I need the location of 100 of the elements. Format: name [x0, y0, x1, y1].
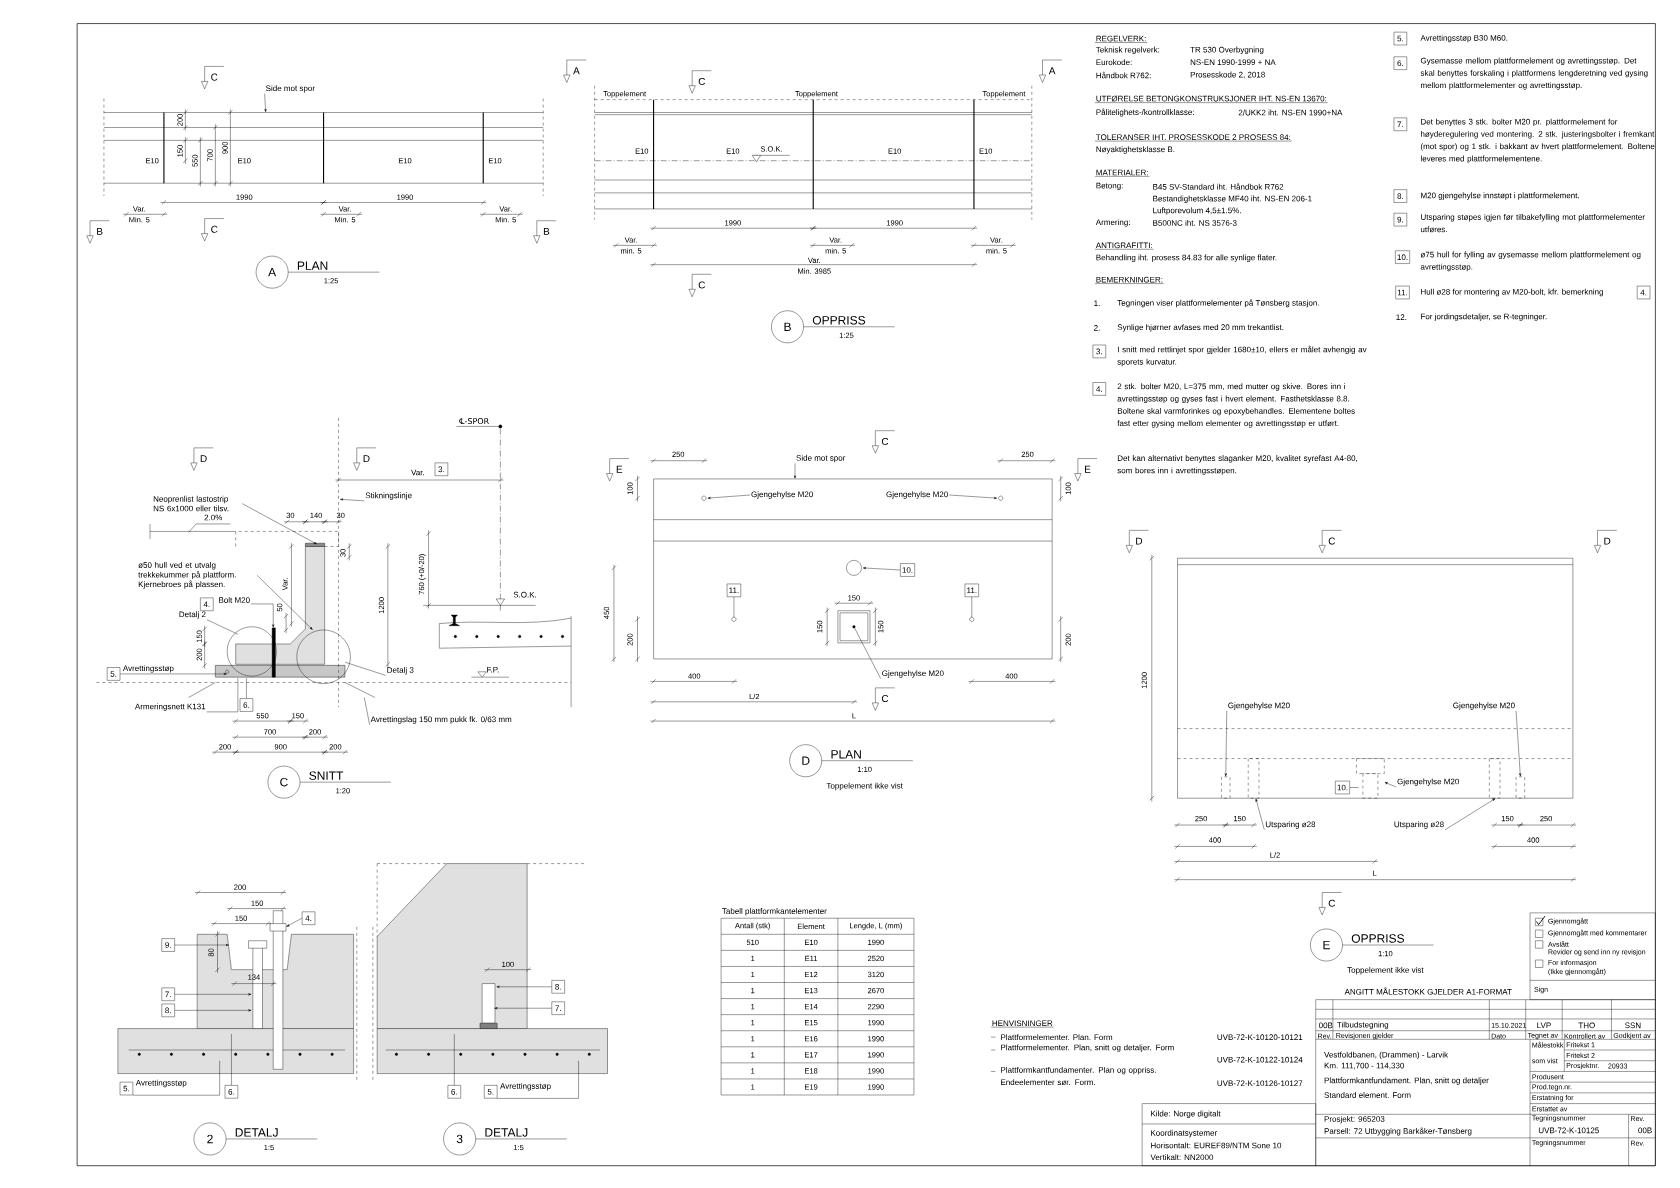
callout-number: 5. [1393, 31, 1407, 46]
leader-line [250, 603, 275, 628]
leader-line [206, 619, 239, 635]
note-paragraph: I snitt med rettlinjet spor gjelder 1680±10, ellers er målet avhengig av sporets kurvatur. [1117, 345, 1367, 367]
note-paragraph: Utsparing støpes igjen før tilbakefylling mot plattformelementer utføres. [1421, 214, 1645, 233]
note-heading: ANTIGRAFITTI: [1094, 242, 1154, 250]
title-block-text: Kilde: Norge digitalt [1151, 1110, 1221, 1119]
leader-label: Armeringsnett K131 [134, 703, 206, 711]
title-block-text: THO [1578, 1022, 1595, 1029]
section-letter: B [543, 228, 550, 235]
title-block-text: UVB-72-K-10125 [1538, 1127, 1599, 1134]
view-note: Toppelement ikke vist [826, 782, 903, 791]
note-text: 1. [1094, 300, 1100, 306]
leader-line [174, 1009, 252, 1012]
view-title: SNITT [299, 771, 392, 783]
leader-line [862, 567, 901, 571]
callout-number: 9. [1393, 213, 1407, 227]
section-letter: D [1136, 537, 1143, 545]
title-block-text: Horisontalt: EUREF89/NTM Sone 10 [1151, 1142, 1282, 1149]
title-block-text: LVP [1537, 1022, 1551, 1029]
leader-line [256, 575, 313, 630]
note-paragraph: ø75 hull for fylling av gysemasse mellom plattformelement og avrettingsstøp. [1420, 251, 1641, 272]
leader-line [231, 1033, 232, 1086]
note-text: 2/UKK2 iht. NS-EN 1990+NA [1238, 109, 1343, 116]
title-block-text: Prosjekt: 965203 [1324, 1115, 1385, 1124]
note-text: TR 530 Overbygning [1190, 46, 1264, 55]
leader-line [1444, 798, 1496, 830]
note-heading: MATERIALER: [1094, 169, 1150, 177]
note-text: Prosesskode 2, 2018 [1190, 71, 1265, 79]
note-paragraph: Plattformkantfundamenter. Plan og oppriss. Endeelementer sør. Form. [1001, 1066, 1156, 1086]
drawing-label: S.O.K. [513, 591, 537, 598]
callout-number: 3. [1092, 344, 1106, 359]
note-text: NS-EN 1990-1999 + NA [1190, 59, 1276, 65]
section-letter: C [698, 281, 706, 289]
note-text: Synlige hjørner avfases med 20 mm trekantlist. [1117, 324, 1284, 332]
section-letter: C [211, 225, 218, 233]
foundation-plan-drawing [653, 478, 1053, 660]
leader-line [733, 596, 735, 618]
title-block-text: Km. 111,700 - 114,330 [1324, 1062, 1405, 1070]
view-note: Toppelement ikke vist [1347, 967, 1424, 975]
callout-number: 4. [1636, 285, 1651, 300]
leader-line [1224, 710, 1227, 777]
title-block-text: Vestfoldbanen, (Drammen) - Larvik [1324, 1051, 1449, 1060]
leader-line [497, 1060, 579, 1099]
note-text: Hull ø28 for montering av M20-bolt, kfr. bemerkning [1421, 288, 1603, 297]
note-text: Avrettingsstøp B30 M60. [1420, 34, 1508, 43]
table-title: Tabell plattformkantelementer [722, 908, 827, 916]
section-letter: C [881, 437, 889, 445]
title-block-text: 00B [1638, 1127, 1652, 1134]
leader-line [793, 463, 797, 479]
leader-line [120, 672, 227, 675]
title-block-text: Parsell: 72 Utbygging Barkåker-Tønsberg [1324, 1127, 1472, 1136]
leader-label: Side mot spor [266, 85, 315, 93]
section-letter: D [363, 455, 370, 462]
leader-label: Utsparing ø28 [1265, 821, 1316, 829]
note-text: Armering: [1095, 219, 1130, 227]
callout-number: 6. [224, 1085, 239, 1099]
leader-line [174, 993, 252, 996]
leader-label: Avrettingsstøp [500, 1083, 551, 1091]
leader-label: Avrettingslag 150 mm pukk fk. 0/63 mm [370, 716, 512, 724]
leader-label: Avrettingsstøp [122, 665, 174, 673]
view-title: DETALJ [225, 1128, 318, 1140]
leader-line [707, 494, 751, 500]
leader-label: Avrettingsstøp [135, 1079, 187, 1088]
foundation-elevation-drawing [1177, 558, 1574, 799]
leader-line [853, 626, 881, 679]
callout-number: 5. [484, 1085, 498, 1099]
title-block-text: SSN [1625, 1022, 1641, 1029]
leader-line [1255, 798, 1265, 830]
note-text: B45 SV-Standard iht. Håndbok R762 [1153, 183, 1284, 190]
callout-number: 6. [1393, 56, 1407, 70]
note-text: Pålitelighets-/kontrollklasse: [1096, 108, 1194, 117]
note-text: Eurokode: [1096, 59, 1132, 66]
section-letter: C [1328, 537, 1336, 545]
section-letter: E [1085, 465, 1091, 473]
callout-number: 6. [447, 1085, 461, 1099]
note-paragraph: Gysemasse mellom plattformelement og avrettingsstøp. Det skal benyttes forskaling i plattformens lengderetning ved gysing mellom plattformelementer og avrettingsstøp. [1420, 57, 1648, 90]
note-text: 2. [1094, 325, 1100, 331]
leader-line [496, 985, 552, 988]
drawing-label: ℄-SPOR [459, 418, 489, 425]
note-text: For jordingsdetaljer, se R-tegninger. [1421, 313, 1547, 321]
note-heading: REGELVERK: [1094, 35, 1148, 43]
section-letter: A [1048, 67, 1056, 75]
leader-line [971, 596, 972, 618]
note-text: UVB-72-K-10126-10127 [1217, 1080, 1303, 1087]
note-text: Plattformelementer. Plan. Form [1001, 1034, 1113, 1041]
drawing-label: F.P. [487, 666, 499, 673]
title-block-text: Plattformkantfundament. Plan, snitt og detaljer [1324, 1077, 1489, 1085]
leader-line [364, 697, 370, 725]
view-title: PLAN [288, 261, 380, 273]
section-letter: D [1604, 537, 1611, 545]
note-text: Teknisk regelverk: [1096, 46, 1160, 55]
section-letter: D [200, 455, 207, 462]
sleeve-detail-drawing [372, 863, 608, 1081]
note-heading: BEMERKNINGER: [1094, 276, 1164, 284]
leader-line [286, 918, 303, 927]
note-text: 12. [1396, 314, 1407, 320]
view-title: DETALJ [475, 1128, 567, 1140]
bolt-detail-drawing [117, 910, 357, 1081]
leader-label: Side mot spor [796, 454, 846, 463]
